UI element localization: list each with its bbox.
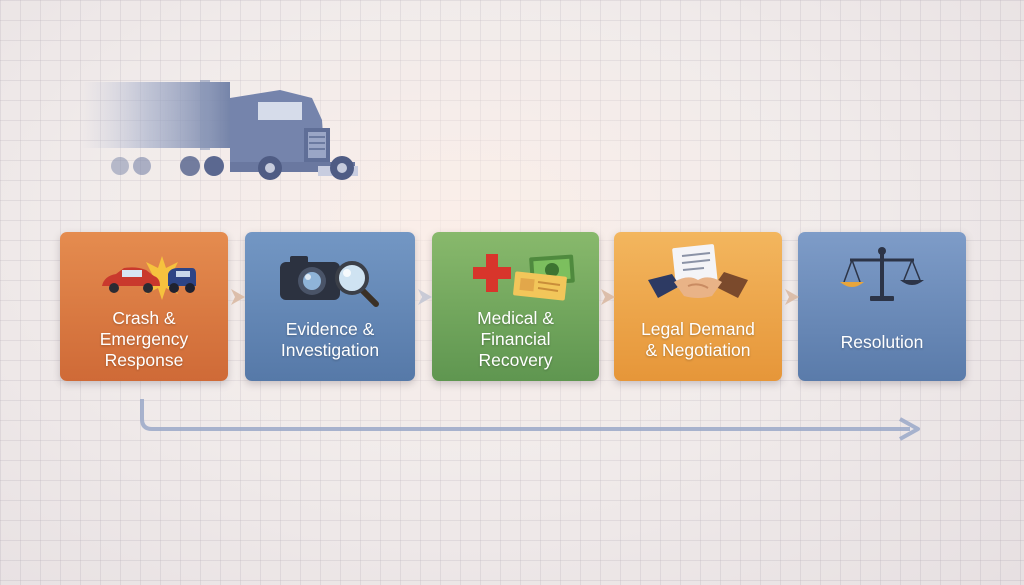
step-label: Crash & Emergency Response — [99, 308, 189, 370]
chevron-right-icon — [231, 289, 245, 305]
car-crash-icon — [102, 256, 196, 300]
chevron-right-icon — [785, 289, 799, 305]
step-legal-demand-negotiation: Legal Demand & Negotiation — [614, 232, 782, 381]
step-resolution: Resolution — [798, 232, 966, 381]
step-label: Medical & Financial Recovery — [477, 308, 554, 370]
medical-money-icon — [472, 254, 575, 301]
step-label: Evidence & Investigation — [280, 318, 380, 360]
step-evidence-investigation: Evidence & Investigation — [245, 232, 415, 381]
step-crash-emergency-response: Crash & Emergency Response — [60, 232, 228, 381]
scales-of-justice-icon — [840, 247, 924, 301]
step-medical-financial-recovery: Medical & Financial Recovery — [432, 232, 599, 381]
step-label: Legal Demand & Negotiation — [641, 318, 755, 360]
camera-magnifier-icon — [280, 256, 379, 307]
handshake-document-icon — [648, 244, 748, 298]
chevron-right-icon — [418, 289, 432, 305]
timeline-arrow — [140, 399, 920, 441]
chevron-right-icon — [601, 289, 615, 305]
semi-truck-illustration — [80, 80, 358, 180]
step-label: Resolution — [840, 332, 924, 352]
